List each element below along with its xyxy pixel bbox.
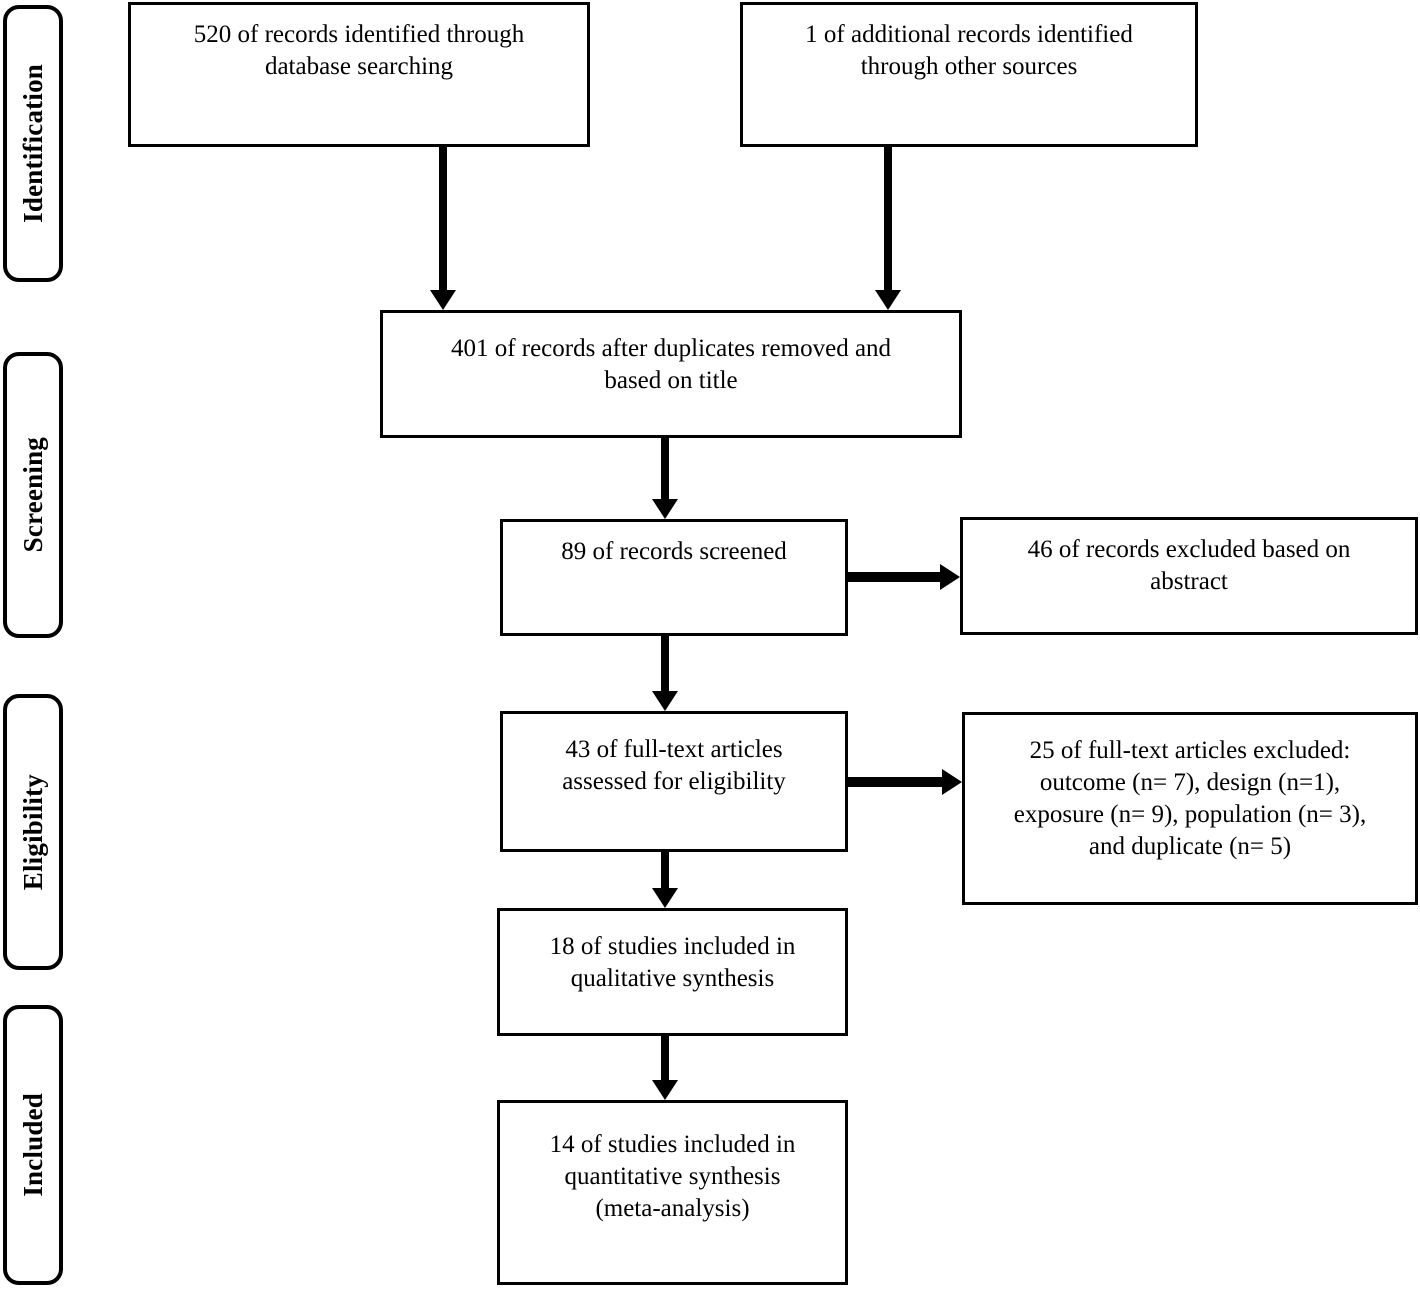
box-fulltext-assessed: 43 of full-text articles assessed for el…: [500, 711, 848, 852]
box-records-other-sources: 1 of additional records identified throu…: [740, 2, 1198, 147]
box-fulltext-excluded: 25 of full-text articles excluded: outco…: [962, 712, 1418, 905]
box-records-screened-line1: 89 of records screened: [561, 538, 787, 565]
box-records-database-searching: 520 of records identified through databa…: [128, 2, 590, 147]
box-fulltext-assessed-line2: assessed for eligibility: [562, 768, 786, 795]
box-studies-quantitative-line1: 14 of studies included in: [549, 1131, 796, 1158]
box-studies-qualitative-line2: qualitative synthesis: [570, 965, 775, 992]
stage-label-eligibility-text: Eligibility: [17, 773, 48, 891]
box-fulltext-excluded-line3: exposure (n= 9), population (n= 3),: [1013, 801, 1367, 828]
box-studies-quantitative-line2: quantitative synthesis: [564, 1163, 781, 1190]
box-studies-quantitative-line3: (meta-analysis): [595, 1195, 750, 1222]
stage-label-included-text: Included: [17, 1093, 48, 1197]
box-records-after-duplicates: 401 of records after duplicates removed …: [380, 310, 962, 438]
stage-label-identification-text: Identification: [17, 64, 48, 223]
box-fulltext-excluded-line1: 25 of full-text articles excluded:: [1029, 737, 1351, 764]
box-studies-quantitative: 14 of studies included in quantitative s…: [497, 1100, 848, 1285]
stage-label-identification: Identification: [3, 5, 63, 282]
box-fulltext-excluded-line4: and duplicate (n= 5): [1088, 833, 1292, 860]
box-records-database-searching-line1: 520 of records identified through: [193, 21, 525, 48]
box-fulltext-excluded-line2: outcome (n= 7), design (n=1),: [1039, 769, 1341, 796]
box-fulltext-assessed-line1: 43 of full-text articles: [565, 736, 783, 763]
stage-label-screening: Screening: [3, 352, 63, 638]
box-records-other-sources-line2: through other sources: [860, 53, 1078, 80]
box-records-excluded-abstract-line1: 46 of records excluded based on: [1027, 536, 1351, 563]
box-records-after-duplicates-line1: 401 of records after duplicates removed …: [450, 335, 892, 362]
stage-label-screening-text: Screening: [17, 437, 48, 553]
stage-label-included: Included: [3, 1005, 63, 1285]
box-records-screened: 89 of records screened: [500, 519, 848, 636]
box-studies-qualitative-line1: 18 of studies included in: [549, 933, 796, 960]
box-records-excluded-abstract-line2: abstract: [1150, 568, 1228, 595]
box-studies-qualitative: 18 of studies included in qualitative sy…: [497, 908, 848, 1036]
box-records-excluded-abstract: 46 of records excluded based on abstract: [960, 517, 1418, 635]
stage-label-eligibility: Eligibility: [3, 694, 63, 970]
box-records-after-duplicates-line2: based on title: [604, 367, 738, 394]
box-records-database-searching-line2: database searching: [264, 53, 454, 80]
box-records-other-sources-line1: 1 of additional records identified: [805, 21, 1133, 48]
